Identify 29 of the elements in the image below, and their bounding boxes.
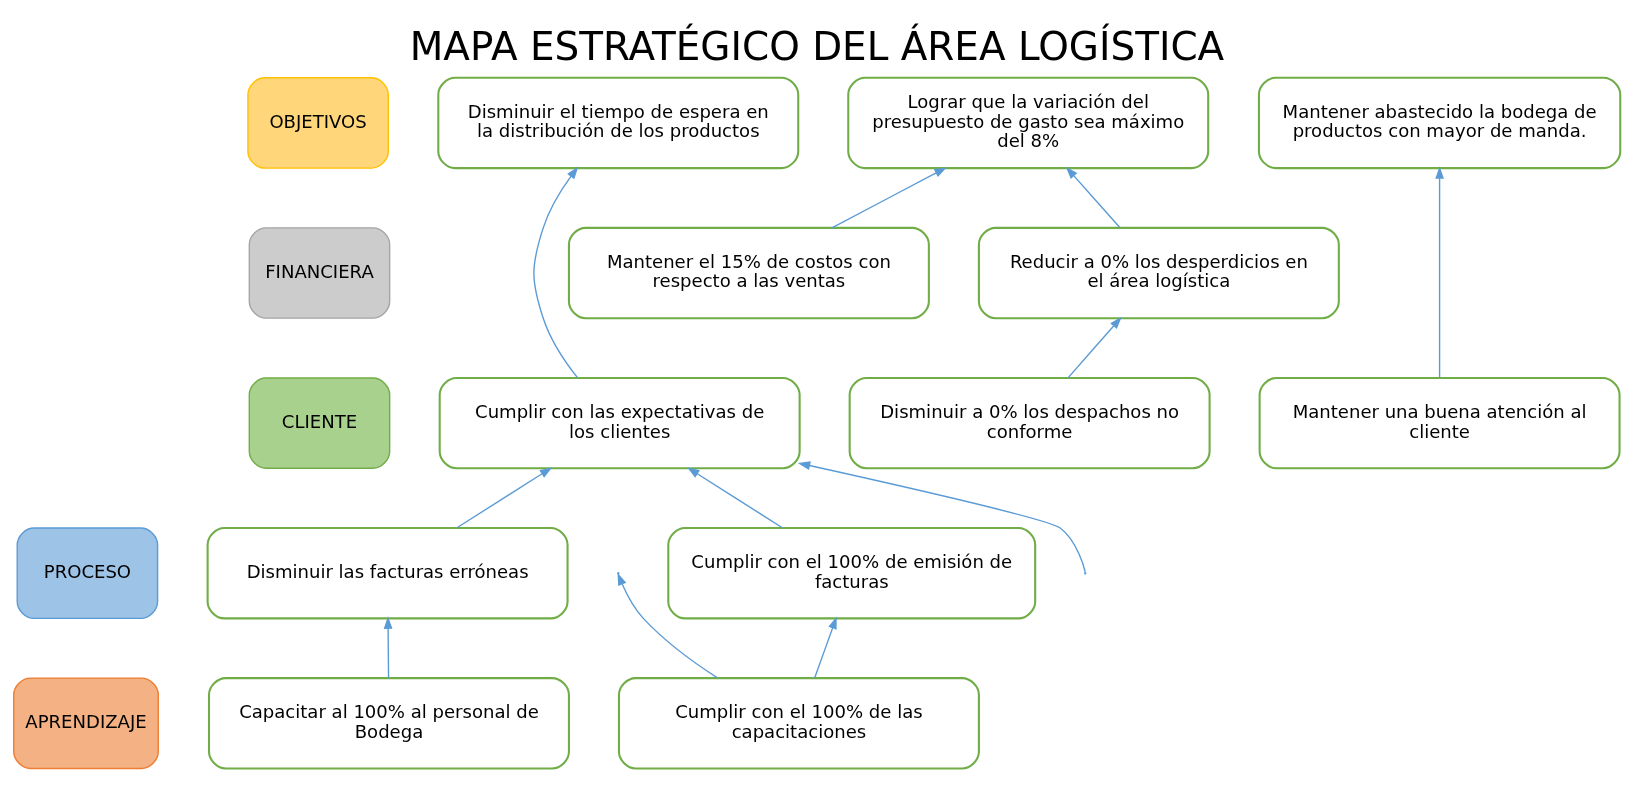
arrow [813,616,837,679]
arrow [617,572,719,679]
node-box: Lograr que la variación del presupuesto de gasto sea máximo del 8% [847,76,1210,170]
node-box: Cumplir con el 100% de emisión de facturas [667,527,1037,620]
node-box: Mantener una buena atención al cliente [1258,376,1621,470]
arrow [1067,316,1122,379]
node-box: Cumplir con las expectativas de los clientes [438,376,801,470]
node-box: CLIENTE [248,377,391,469]
node-box: PROCESO [16,527,159,620]
arrow [1065,166,1121,229]
node-box: Reducir a 0% los desperdicios en el área logística [977,226,1340,320]
node-box: FINANCIERA [248,227,391,319]
node-box: Mantener el 15% de costos con respecto a las ventas [567,226,930,320]
arrow [687,467,784,529]
node-box: Disminuir las facturas erróneas [206,527,569,620]
arrow [797,461,1086,573]
node-box: Mantener abastecido la bodega de productos con mayor de manda. [1257,76,1622,170]
node-box: Disminuir a 0% los despachos no conforme [848,376,1211,470]
node-box: Cumplir con el 100% de las capacitaciones [617,677,980,770]
arrow [533,166,579,379]
node-box: OBJETIVOS [247,77,389,169]
node-box: APRENDIZAJE [13,677,159,770]
diagram-title: MAPA ESTRATÉGICO DEL ÁREA LOGÍSTICA [409,24,1225,70]
node-box: Disminuir el tiempo de espera en la distribución de los productos [437,76,800,170]
arrow [1435,166,1444,379]
arrow [383,616,393,679]
node-box: Capacitar al 100% al personal de Bodega [207,677,570,770]
arrow [831,167,947,229]
arrow [455,467,553,529]
